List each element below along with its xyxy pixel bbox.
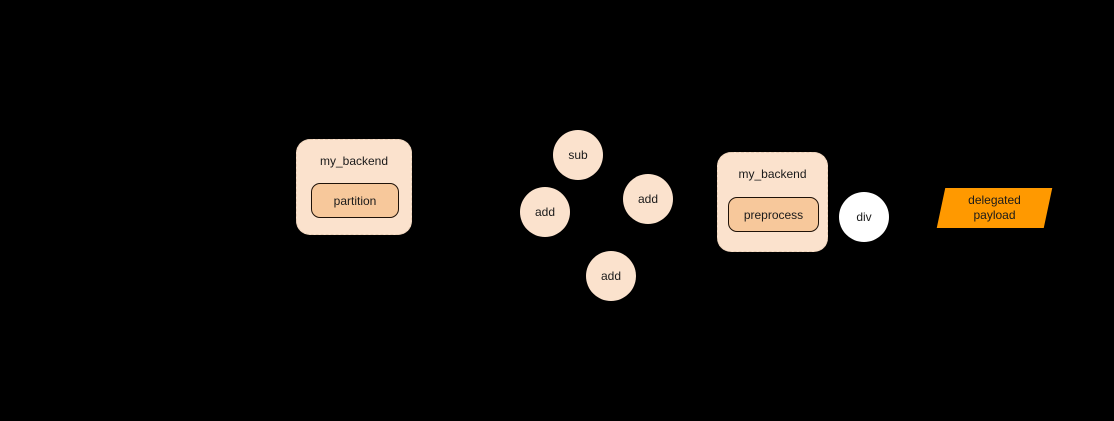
op-node[interactable]: add: [520, 187, 570, 237]
backend-group-label: my_backend: [738, 167, 807, 181]
op-node[interactable]: add: [586, 251, 636, 301]
op-node[interactable]: div: [839, 192, 889, 242]
operator-box[interactable]: preprocess: [728, 197, 819, 232]
backend-group-label: my_backend: [319, 154, 389, 168]
backend-group[interactable]: my_backend preprocess: [717, 152, 828, 252]
op-node[interactable]: add: [623, 174, 673, 224]
backend-group[interactable]: my_backend partition: [296, 139, 412, 235]
delegated-payload-shape[interactable]: [936, 188, 1053, 228]
op-node[interactable]: sub: [553, 130, 603, 180]
operator-box[interactable]: partition: [311, 183, 399, 218]
